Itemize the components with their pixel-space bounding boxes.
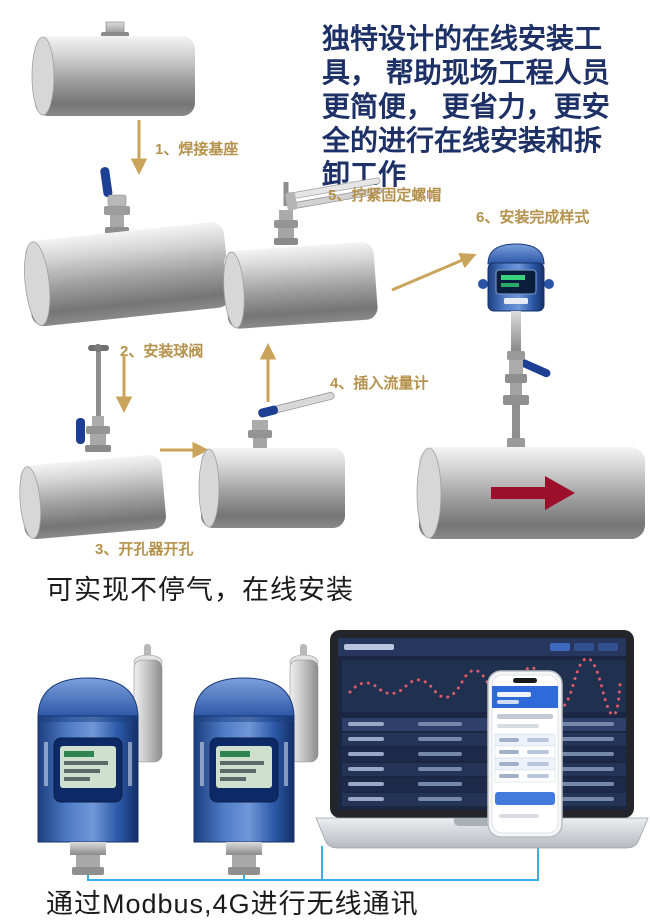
lcd-display [209,737,279,803]
hole-opener-rod [88,344,109,416]
phone-app-screen [491,674,559,834]
step1-label: 1、焊接基座 [155,141,239,158]
valve-handle [100,167,113,198]
detector-base [70,842,106,875]
laptop-base [315,817,649,849]
pipe [223,241,378,329]
caption-online-install: 可实现不停气，在线安装 [46,575,354,605]
step1-pipe-weld-base-illustration [30,18,200,120]
detector-base [226,842,262,875]
valve-handle [518,358,551,378]
dashboard-chart-panel [342,660,626,712]
step3-hole-opener-illustration [18,342,168,547]
antenna [289,644,319,763]
lcd-display [53,737,123,803]
stem-lower [512,405,520,447]
weld-base-fitting [101,21,129,37]
transmitter-display [495,269,537,295]
gas-detector-1-illustration [26,642,176,880]
insertion-valve-assembly [503,351,551,405]
step5-label: 5、拧紧固定螺帽 [328,187,442,204]
step3-label: 3、开孔器开孔 [95,541,194,558]
intro-text: 独特设计的在线安装工具， 帮助现场工程人员更简便， 更省力，更安全的进行在线安装… [322,23,610,190]
tool-prongs [285,177,383,211]
phone-notch [513,678,537,683]
laptop-illustration [314,630,650,860]
ball-valve [100,167,130,234]
arrow-right-step3-icon [158,438,216,462]
flow-direction-arrow-icon [491,476,575,510]
arrow-down-step1-icon [127,118,151,180]
ball-valve [76,416,111,452]
pipe [31,36,195,116]
pipe [24,222,231,327]
stem-upper [511,311,521,351]
arrow-down-step2-icon [112,352,136,418]
step6-label: 6、安装完成样式 [476,209,590,226]
valve-lever [258,392,335,418]
smartphone-illustration [487,670,563,838]
step5-tighten-nut-illustration [220,176,390,336]
step4-label: 4、插入流量计 [330,375,429,392]
valve-handle [76,418,85,444]
laptop-dashboard-screen [338,638,626,810]
phone-table [494,733,556,783]
arrow-diagonal-step6-icon [388,244,488,296]
gas-detector-2-illustration [182,642,332,880]
flowmeter-transmitter [478,243,554,312]
tightening-tool [274,177,383,245]
step2-pipe-ball-valve-illustration [20,165,238,337]
step2-label: 2、安装球阀 [120,343,204,360]
step4-insert-flowmeter-illustration [196,386,351,544]
pipe [19,454,166,540]
pipe [198,448,345,528]
caption-wireless: 通过Modbus,4G进行无线通讯 [46,889,419,919]
step6-finished-installation-illustration [413,226,650,548]
arrow-up-step4-icon [256,334,280,404]
